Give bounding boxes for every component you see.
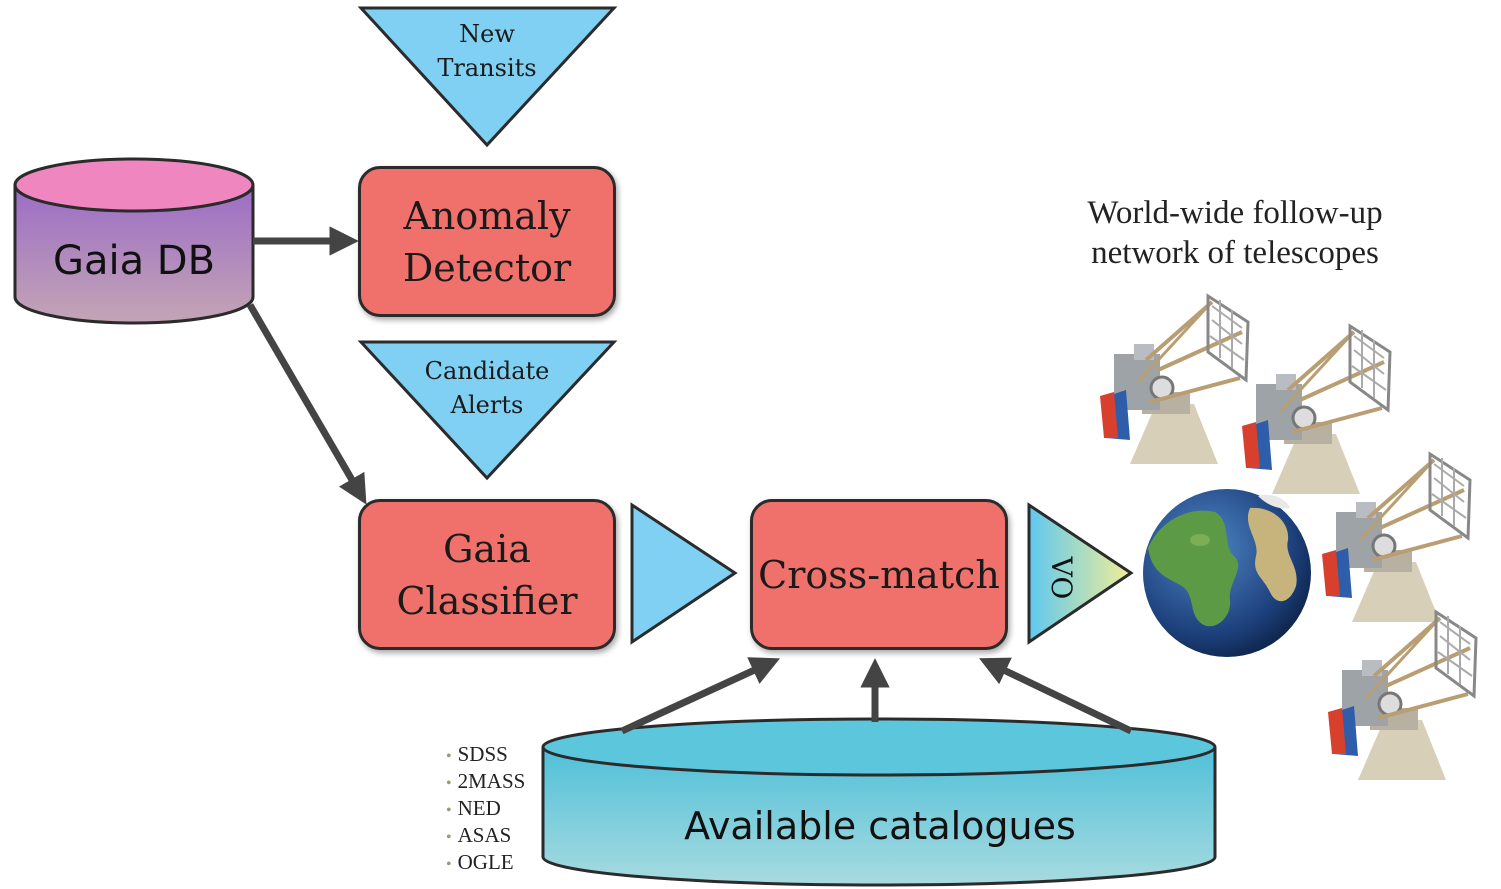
globe-icon — [1143, 489, 1311, 657]
vo-label: VO — [1045, 556, 1079, 600]
catalogue-item: ASAS — [446, 823, 525, 850]
database-icon — [13, 157, 255, 325]
classifier-output-triangle — [630, 502, 738, 645]
catalogue-list: SDSS 2MASS NED ASAS OGLE — [446, 742, 526, 877]
available-catalogues-label: Available catalogues — [684, 804, 1076, 848]
cross-match-box: Cross-match — [750, 499, 1008, 650]
candidate-alerts-label: Candidate Alerts — [424, 357, 550, 419]
new-transits-triangle — [357, 6, 618, 148]
new-transits-label: New Transits — [437, 20, 537, 82]
catalogue-database-icon — [541, 717, 1217, 887]
anomaly-detector-box: Anomaly Detector — [358, 166, 616, 317]
arrow-catalogues-to-crossmatch-right — [979, 657, 1133, 735]
catalogue-item: SDSS — [446, 742, 525, 769]
telescope-icon — [1100, 293, 1478, 780]
candidate-alerts-triangle — [357, 340, 618, 481]
telescopes-caption: World-wide follow-up network of telescop… — [1087, 195, 1383, 271]
catalogue-item: NED — [446, 796, 525, 823]
gaia-db-label: Gaia DB — [52, 238, 216, 284]
vo-triangle — [1027, 502, 1134, 645]
arrow-catalogues-to-crossmatch-left — [620, 657, 781, 735]
arrow-gaiadb-to-classifier — [246, 303, 367, 505]
catalogue-item: OGLE — [446, 850, 525, 877]
catalogue-item: 2MASS — [446, 769, 526, 796]
gaia-classifier-box: Gaia Classifier — [358, 499, 616, 650]
